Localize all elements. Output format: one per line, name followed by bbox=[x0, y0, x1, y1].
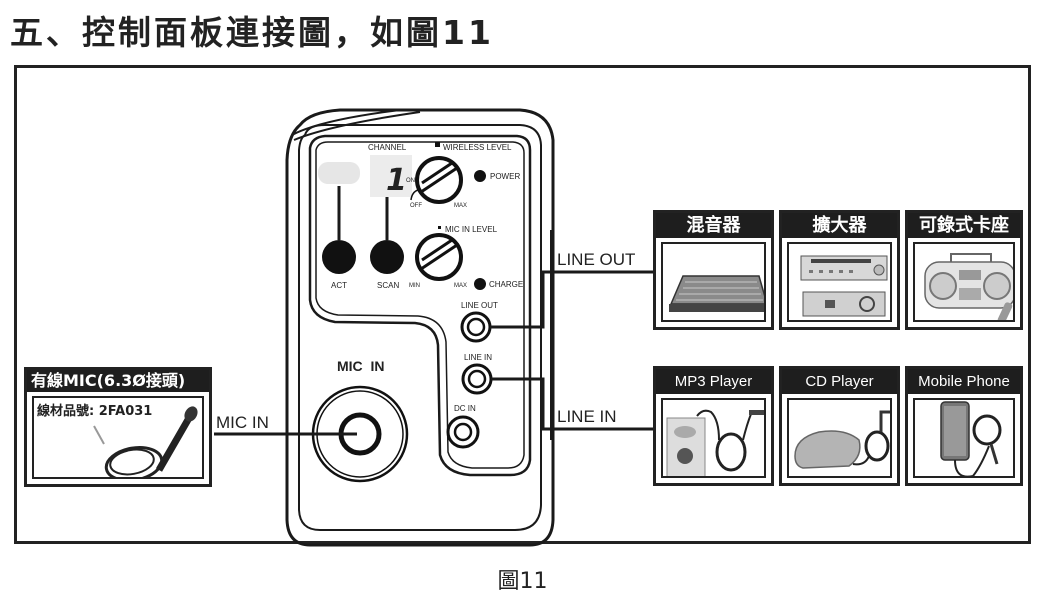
input-device-card: Mobile Phone bbox=[905, 366, 1023, 486]
input-device-card: MP3 Player bbox=[653, 366, 774, 486]
input-device-label: Mobile Phone bbox=[908, 369, 1020, 394]
figure-caption: 圖11 bbox=[497, 569, 548, 594]
line-out-cable bbox=[490, 270, 653, 329]
mic-in-connection-label: MIC IN bbox=[216, 413, 269, 432]
wired-mic-card: 有線MIC(6.3Ø接頭) 線材品號: 2FA031 bbox=[24, 367, 212, 487]
act-led-window bbox=[318, 162, 360, 184]
off-label: OFF bbox=[410, 203, 422, 209]
mic-max-label: MAX bbox=[454, 283, 467, 289]
input-device-label: MP3 Player bbox=[656, 369, 771, 394]
amplifier-icon bbox=[800, 255, 888, 317]
channel-value: 1 bbox=[386, 163, 407, 198]
wired-mic-card-body: 線材品號: 2FA031 bbox=[32, 396, 204, 479]
wireless-level-marker-icon bbox=[435, 142, 440, 147]
boombox-icon bbox=[924, 253, 1013, 320]
power-led bbox=[474, 170, 486, 182]
mic-part-number: 線材品號: 2FA031 bbox=[37, 404, 153, 419]
mobile-phone-icon bbox=[940, 401, 1002, 476]
on-arrow-icon bbox=[410, 189, 419, 201]
input-device-image bbox=[787, 398, 892, 478]
dc-in-jack-label: DC IN bbox=[454, 404, 476, 413]
input-device-card: CD Player bbox=[779, 366, 900, 486]
act-label: ACT bbox=[331, 281, 347, 290]
mp3-player-icon bbox=[666, 409, 764, 476]
line-in-jack[interactable] bbox=[461, 363, 493, 395]
output-device-image bbox=[661, 242, 766, 322]
input-device-image bbox=[661, 398, 766, 478]
charge-led bbox=[474, 278, 486, 290]
charge-label: CHARGE bbox=[489, 280, 523, 289]
device-body bbox=[285, 108, 555, 547]
microphone-icon bbox=[93, 406, 198, 477]
mic-in-level-knob[interactable] bbox=[415, 233, 463, 281]
act-button[interactable] bbox=[322, 240, 356, 274]
mic-in-jack[interactable] bbox=[311, 385, 409, 483]
line-in-jack-label: LINE IN bbox=[464, 353, 492, 362]
dc-in-jack[interactable] bbox=[446, 415, 480, 449]
line-out-jack[interactable] bbox=[460, 311, 492, 343]
scan-label: SCAN bbox=[377, 281, 399, 290]
line-in-cable bbox=[491, 377, 653, 431]
power-label: POWER bbox=[490, 172, 520, 181]
on-label: ON bbox=[406, 178, 415, 184]
wireless-level-knob[interactable] bbox=[415, 156, 463, 204]
output-device-image bbox=[913, 242, 1015, 322]
wired-mic-card-header: 有線MIC(6.3Ø接頭) bbox=[27, 370, 209, 392]
line-out-jack-label: LINE OUT bbox=[461, 301, 498, 310]
output-device-card: 可錄式卡座 bbox=[905, 210, 1023, 330]
output-device-label: 混音器 bbox=[656, 213, 771, 238]
wireless-level-label: WIRELESS LEVEL bbox=[443, 143, 512, 152]
channel-display bbox=[370, 155, 412, 197]
output-device-image bbox=[787, 242, 892, 322]
mic-level-marker-icon bbox=[438, 226, 441, 229]
channel-label: CHANNEL bbox=[368, 143, 407, 152]
input-device-image bbox=[913, 398, 1015, 478]
cd-player-icon bbox=[794, 410, 890, 469]
page-title: 五、控制面板連接圖，如圖11 bbox=[10, 13, 494, 52]
mixer-icon bbox=[669, 275, 764, 312]
scan-button[interactable] bbox=[370, 240, 404, 274]
diagram-frame bbox=[14, 65, 1031, 544]
output-device-card: 混音器 bbox=[653, 210, 774, 330]
output-device-label: 可錄式卡座 bbox=[908, 213, 1020, 238]
output-device-card: 擴大器 bbox=[779, 210, 900, 330]
input-device-label: CD Player bbox=[782, 369, 897, 394]
line-in-connection-label: LINE IN bbox=[557, 407, 617, 426]
line-out-connection-label: LINE OUT bbox=[557, 250, 635, 269]
output-device-label: 擴大器 bbox=[782, 213, 897, 238]
wireless-max-label: MAX bbox=[454, 203, 467, 209]
min-label: MIN bbox=[409, 283, 420, 289]
mic-in-level-label: MIC IN LEVEL bbox=[445, 225, 498, 234]
mic-in-jack-label: MIC IN bbox=[337, 358, 384, 374]
